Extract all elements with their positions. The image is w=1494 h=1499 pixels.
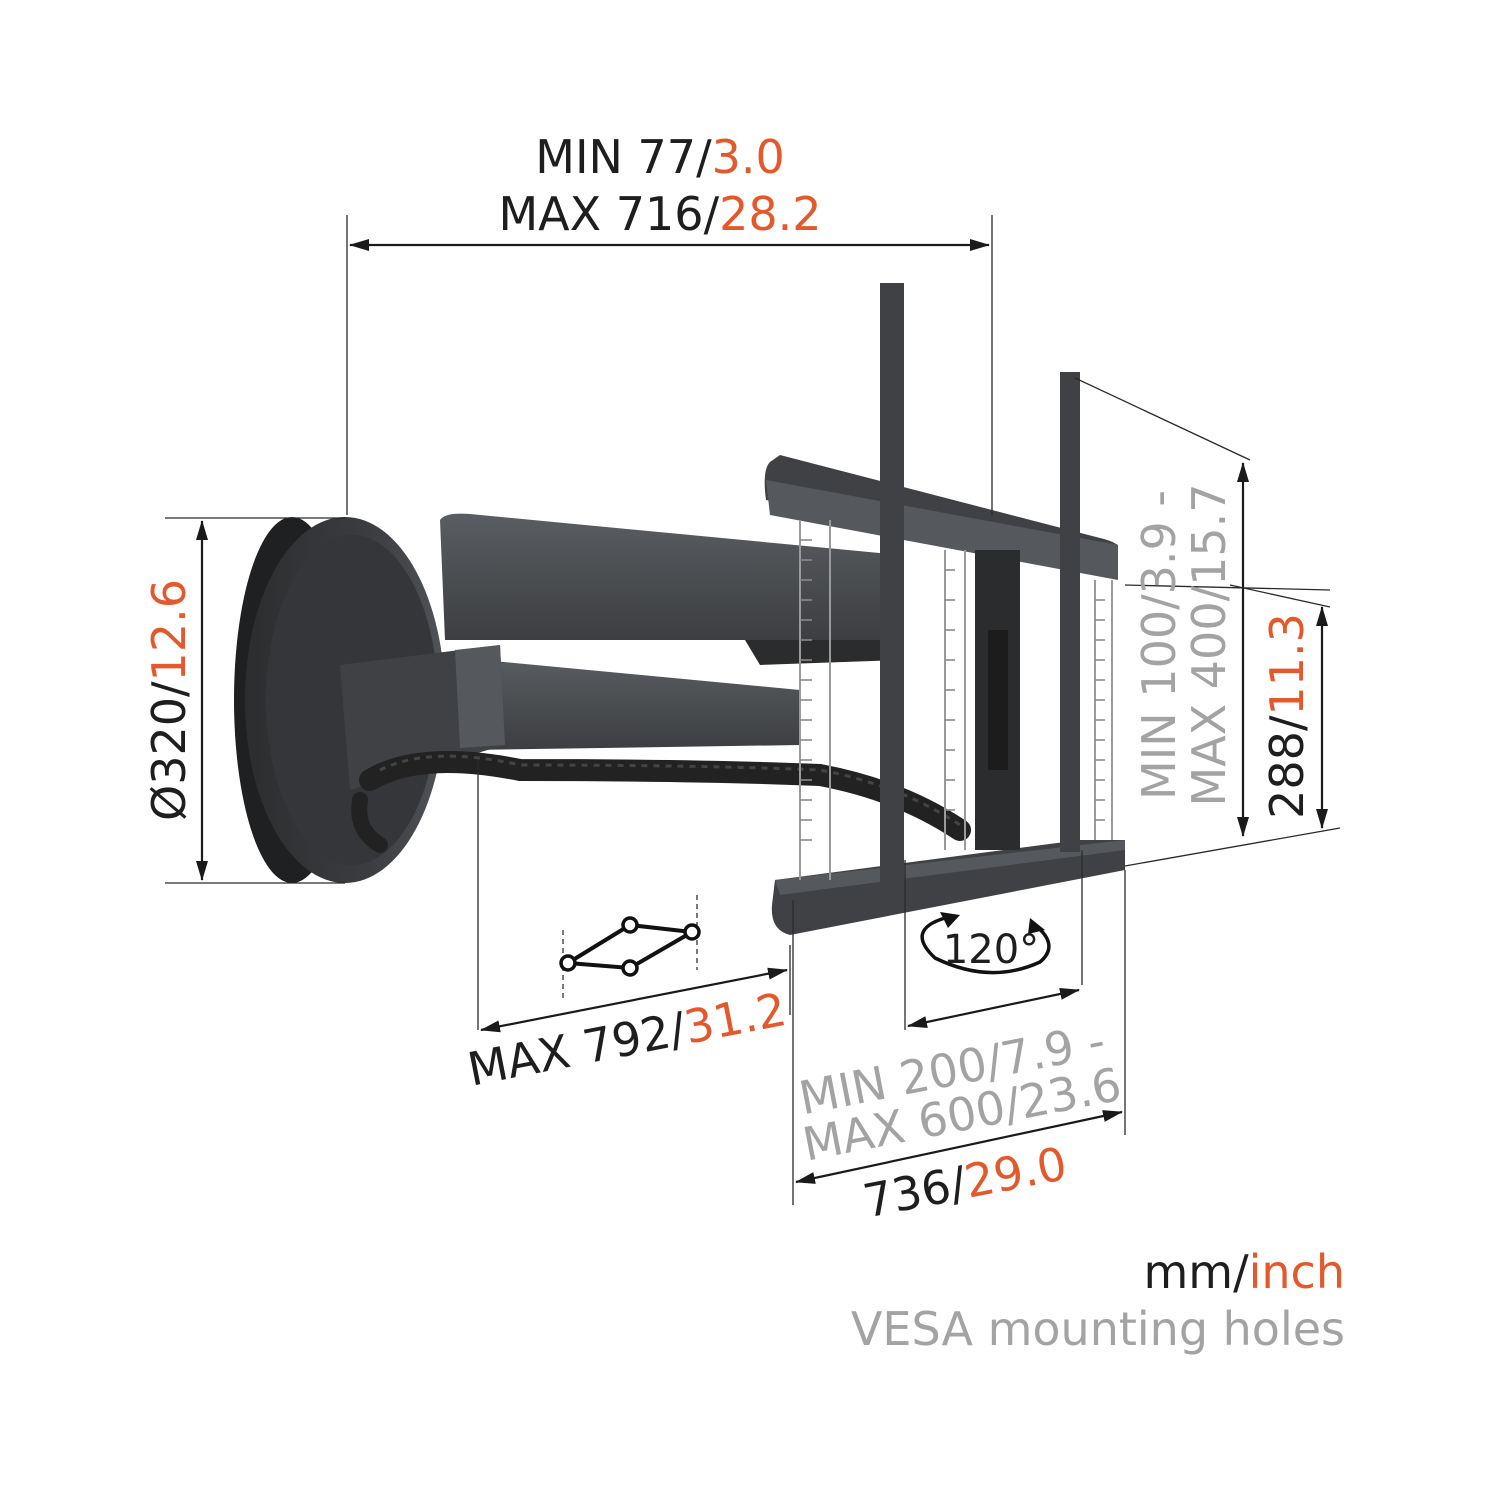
unit-legend: mm/inch — [1143, 1245, 1345, 1299]
top-max-label: MAX 716/28.2 — [498, 187, 821, 241]
vesa-vertical-line1: MIN 100/3.9 - — [1132, 490, 1186, 800]
vesa-note: VESA mounting holes — [851, 1302, 1345, 1356]
top-min-label: MIN 77/3.0 — [535, 130, 784, 184]
cable — [351, 751, 971, 853]
tv-frame — [764, 283, 1125, 935]
vesa-vertical-line2: MAX 400/15.7 — [1182, 483, 1236, 806]
arm-extension-label: MAX 792/31.2 — [463, 982, 790, 1097]
arm-motion-icon — [559, 895, 701, 1000]
dimension-lines — [165, 215, 1341, 1205]
upper-arm — [440, 513, 900, 665]
wall-mount-product — [234, 283, 1125, 935]
rotation-label: 120° — [943, 927, 1039, 973]
height-label: 288/11.3 — [1260, 613, 1314, 819]
rotation-icon: 120° — [920, 912, 1051, 975]
diameter-label: Ø320/12.6 — [142, 579, 196, 821]
